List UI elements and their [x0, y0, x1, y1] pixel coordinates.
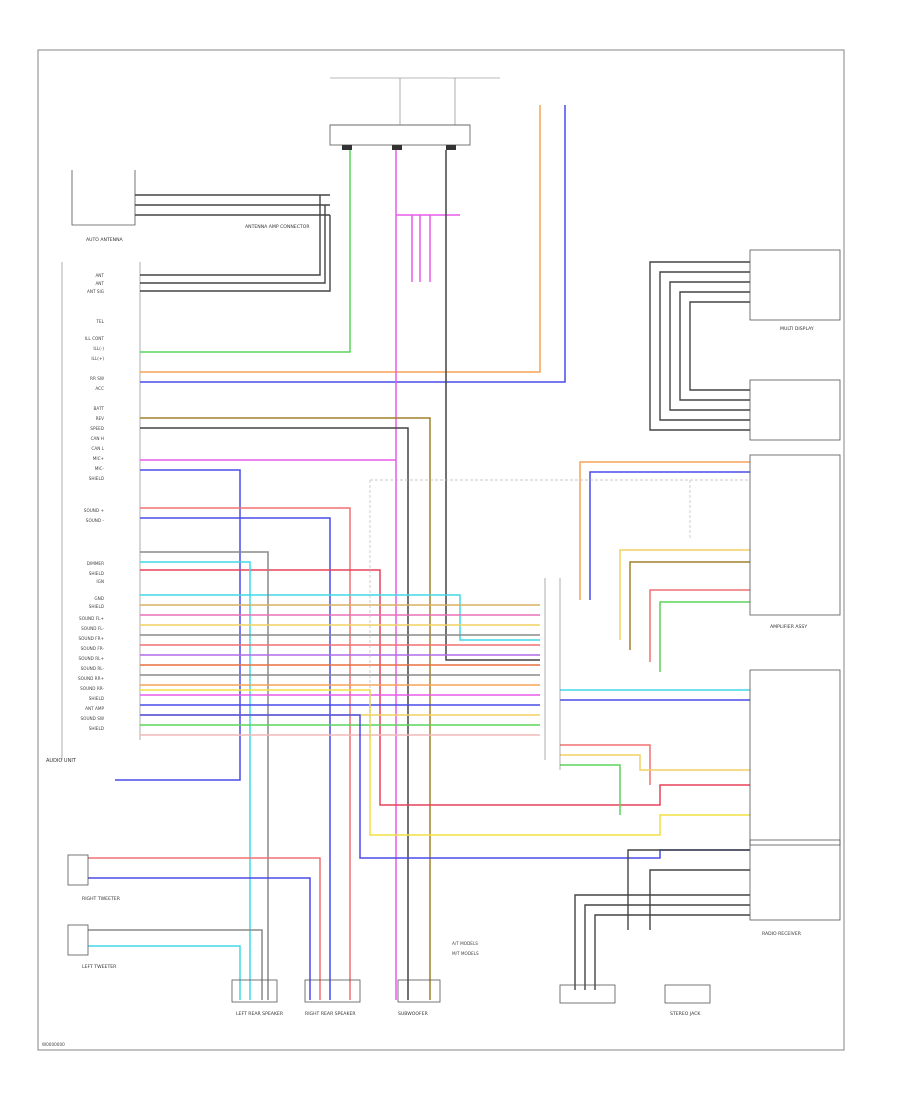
radio-receiver: RADIO RECEIVER: [749, 839, 841, 937]
tweeter-right-label: RIGHT TWEETER: [82, 896, 121, 902]
dashed-shields: [369, 479, 750, 740]
pin-label: SOUND FL+: [79, 616, 104, 621]
multi-display-label: MULTI DISPLAY: [780, 326, 814, 332]
pin-label: CAN H: [91, 436, 104, 441]
pin-label: SPEED: [90, 426, 104, 431]
pin-label: SOUND RL-: [81, 666, 105, 671]
pin-label: SOUND FR-: [81, 646, 105, 651]
pin-label: ANT SIG: [87, 289, 104, 294]
pin-label: ILL CONT: [85, 336, 105, 341]
pin-label: ILL(-): [93, 346, 104, 351]
footer-code: W0000000: [42, 1042, 65, 1047]
pin-label: SOUND SW: [80, 716, 104, 721]
auto-antenna-label: AUTO ANTENNA: [86, 237, 124, 243]
pin-label: TEL: [95, 319, 104, 324]
pin-label: SOUND FL-: [81, 626, 104, 631]
rear-right-speaker-label: RIGHT REAR SPEAKER: [305, 1011, 356, 1017]
pin-label: SHIELD: [89, 604, 104, 609]
pin-label: SOUND RR+: [78, 676, 105, 681]
amplifier-label: AMPLIFIER ASSY: [770, 624, 807, 630]
stereo-jack-label: STEREO JACK: [670, 1011, 701, 1017]
pin-label: ANT AMP: [85, 706, 104, 711]
audio-unit-title: AUDIO UNIT: [46, 758, 77, 764]
subwoofer-label: SUBWOOFER: [398, 1011, 429, 1017]
amplifier-assy-lower: [749, 669, 841, 846]
pin-label: SHIELD: [89, 571, 104, 576]
pin-label: SOUND RR-: [80, 686, 104, 691]
pin-label: RR SW: [90, 376, 104, 381]
pin-label: SOUND FR+: [78, 636, 104, 641]
tweeters: RIGHT TWEETER LEFT TWEETER: [67, 854, 121, 970]
audio-unit-pin-labels: ANT ANT ANT SIG TEL ILL CONT ILL(-) ILL(…: [78, 273, 105, 731]
legend-item: M/T MODELS: [452, 951, 479, 956]
wires: [88, 105, 750, 1000]
diagram-frame: [37, 49, 845, 1051]
pin-label: ANT: [95, 273, 104, 278]
connector-blocks: [544, 578, 561, 770]
antenna-amp: ANTENNA AMP CONNECTOR: [135, 194, 330, 230]
pin-label: SOUND RL+: [79, 656, 105, 661]
pin-label: SHIELD: [89, 476, 104, 481]
pin-label: SHIELD: [89, 696, 104, 701]
bottom-speakers: LEFT REAR SPEAKER RIGHT REAR SPEAKER SUB…: [231, 979, 711, 1017]
pin-label: CAN L: [91, 446, 104, 451]
power-supply-area: [329, 77, 500, 150]
pin-label: MIC+: [93, 456, 105, 461]
legend: A/T MODELS M/T MODELS: [452, 941, 479, 956]
combination-meter: [749, 379, 841, 441]
tweeter-left-label: LEFT TWEETER: [82, 964, 117, 970]
pin-label: GND: [94, 596, 104, 601]
auto-antenna: AUTO ANTENNA: [71, 170, 136, 243]
pin-label: SHIELD: [89, 726, 104, 731]
pin-label: ANT: [95, 281, 104, 286]
radio-receiver-label: RADIO RECEIVER: [762, 931, 802, 937]
multi-display: MULTI DISPLAY: [749, 249, 841, 332]
pin-label: MIC-: [95, 466, 105, 471]
audio-unit: AUDIO UNIT ANT ANT ANT SIG TEL ILL CONT …: [46, 262, 141, 764]
pin-label: IGN: [96, 579, 104, 584]
pin-label: ILL(+): [91, 356, 104, 361]
pin-label: DIMMER: [87, 561, 104, 566]
antenna-amp-label: ANTENNA AMP CONNECTOR: [245, 224, 310, 230]
amplifier-assy: AMPLIFIER ASSY: [749, 454, 841, 630]
legend-item: A/T MODELS: [452, 941, 478, 946]
rear-left-speaker-label: LEFT REAR SPEAKER: [236, 1011, 284, 1017]
pin-label: ACC: [95, 386, 104, 391]
pin-label: REV: [96, 416, 105, 421]
pin-label: BATT: [94, 406, 105, 411]
pin-label: SOUND +: [84, 508, 105, 513]
pin-label: SOUND -: [86, 518, 105, 523]
